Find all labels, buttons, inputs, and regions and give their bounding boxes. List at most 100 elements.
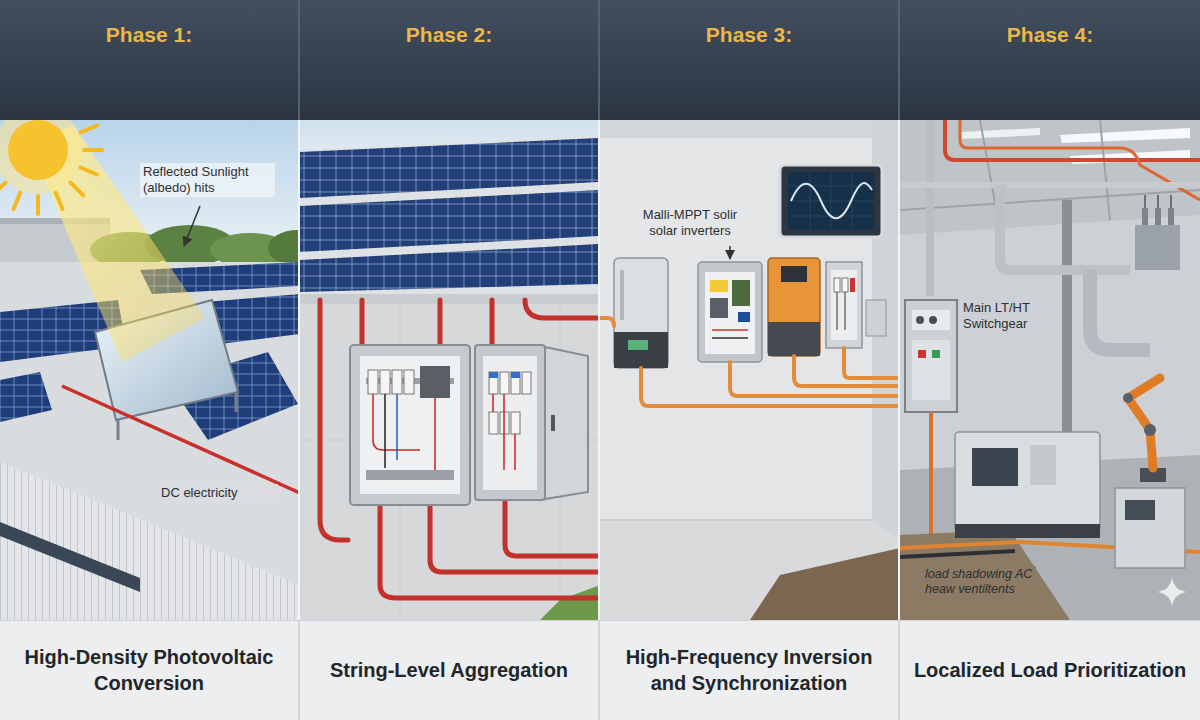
sun-rays-part — [36, 196, 40, 214]
monitor-display-part — [788, 172, 874, 230]
panel-separators-part — [898, 120, 900, 620]
orange-conduits-part — [844, 348, 898, 378]
combiner-box-part — [360, 356, 460, 494]
red-conduits-part — [505, 500, 598, 556]
ac-panel-part — [834, 278, 840, 292]
panel-separators-part — [298, 0, 300, 120]
phase-caption: High-Density Photovoltaic Conversion — [9, 644, 289, 696]
phase-caption: High-Frequency Inversion and Synchroniza… — [609, 644, 889, 696]
red-conduits-part — [438, 300, 443, 345]
callout-wrap: DC electricity — [158, 484, 278, 502]
factory-floor-part — [900, 551, 1015, 557]
red-conduits-part — [380, 505, 598, 598]
inverter-unit-part — [768, 258, 820, 356]
sun-rays-part — [14, 193, 21, 210]
cnc-machine-part — [955, 432, 1100, 532]
robot-arm-part — [1128, 378, 1160, 468]
combiner-box-part — [396, 394, 398, 460]
robot-arm-part — [1144, 424, 1156, 436]
rooftop-scene-part — [62, 386, 298, 493]
ac-panel — [826, 262, 886, 348]
panel-separators-part — [598, 120, 600, 620]
inverter-unit-part — [614, 258, 668, 368]
phase-panel: Phase 1:High-Density Photovoltaic Conver… — [0, 0, 298, 720]
sun-rays-part — [56, 193, 63, 210]
panel-separators-part — [598, 621, 600, 720]
factory-floor-part — [945, 120, 1200, 160]
breaker-box-part — [511, 372, 520, 378]
switchgear-cabinet — [905, 300, 957, 412]
robot-arm — [1123, 378, 1166, 482]
switchgear-cabinet-part — [916, 316, 924, 324]
combiner-box-part — [404, 370, 414, 394]
panel-separators-part — [898, 621, 900, 720]
callout-label: DC electricity — [158, 484, 278, 502]
breaker-box-part — [489, 372, 498, 394]
inverter-room-part — [600, 120, 898, 540]
combiner-box-part — [384, 394, 386, 468]
callout-wrap: load shadowing AC heaw ventiltents — [922, 566, 1036, 598]
rooftop-scene-part — [0, 462, 298, 620]
factory-floor-part — [900, 120, 1200, 620]
combiner-box-part — [366, 470, 454, 480]
monitor-display-part — [791, 183, 872, 218]
sun-rays-part — [71, 183, 84, 196]
combiner-box-part — [420, 366, 450, 398]
breaker-box-part — [551, 415, 555, 431]
monitor-display-part — [780, 165, 882, 237]
cnc-machine-part — [972, 448, 1018, 486]
breaker-box-part — [475, 345, 545, 500]
combiner-scene-part — [540, 585, 598, 620]
phase-panel: Phase 3: High-Frequency Inversion and Syn… — [600, 0, 898, 720]
inverter-unit — [614, 258, 668, 368]
inverter-unit-part — [768, 322, 820, 356]
combiner-scene-part — [300, 304, 598, 620]
factory-floor-part — [960, 128, 1040, 139]
phase-caption: String-Level Aggregation — [309, 657, 589, 683]
callout-wrap: Malli-MPPT solir solar inverters — [628, 206, 752, 240]
inverter-unit-part — [781, 266, 807, 282]
switchgear-cabinet-part — [932, 350, 940, 358]
callout-wrap: Main LT/HT Switchgear — [960, 299, 1052, 333]
combiner-scene-part — [300, 138, 598, 198]
combiner-scene-part — [300, 244, 598, 292]
transformer-part — [1168, 208, 1174, 225]
phase-heading: Phase 4: — [1007, 22, 1093, 48]
inverter-room-part — [600, 520, 898, 620]
rooftop-scene-part — [117, 418, 120, 440]
robot-arm-part — [1123, 393, 1133, 403]
callout-label: Malli-MPPT solir solar inverters — [628, 206, 752, 240]
monitor-display — [780, 165, 882, 237]
breaker-box-part — [483, 356, 537, 490]
inverter-room-part — [750, 548, 898, 620]
monitor-display-part — [788, 172, 874, 230]
factory-floor-part — [900, 120, 1200, 235]
combiner-scene-part — [300, 294, 598, 304]
breaker-box-part — [489, 412, 498, 434]
orange-conduits — [600, 318, 898, 406]
inverter-unit-part — [738, 312, 750, 322]
sun-rays-part — [84, 148, 102, 152]
ac-panel-part — [850, 278, 855, 292]
transformer-part — [1155, 208, 1161, 225]
rooftop-scene — [0, 120, 298, 620]
callout-label: load shadowing AC heaw ventiltents — [922, 566, 1036, 598]
combiner-box-part — [392, 370, 402, 394]
combiner-box-part — [434, 398, 436, 470]
combiner-scene-part — [300, 135, 598, 300]
sun-rays-part — [81, 168, 98, 175]
switchgear-cabinet-part — [905, 300, 957, 412]
inverter-unit-part — [712, 329, 748, 331]
cnc-machine — [955, 432, 1100, 538]
transformer-part — [1145, 195, 1171, 208]
switchgear-cabinet-part — [929, 316, 937, 324]
inverter-unit-part — [705, 272, 755, 354]
breaker-box-part — [545, 347, 588, 499]
rooftop-scene-part — [8, 120, 68, 180]
switchgear-cabinet-part — [912, 310, 950, 330]
phase-heading: Phase 3: — [706, 22, 792, 48]
ac-panel-part — [826, 262, 862, 348]
